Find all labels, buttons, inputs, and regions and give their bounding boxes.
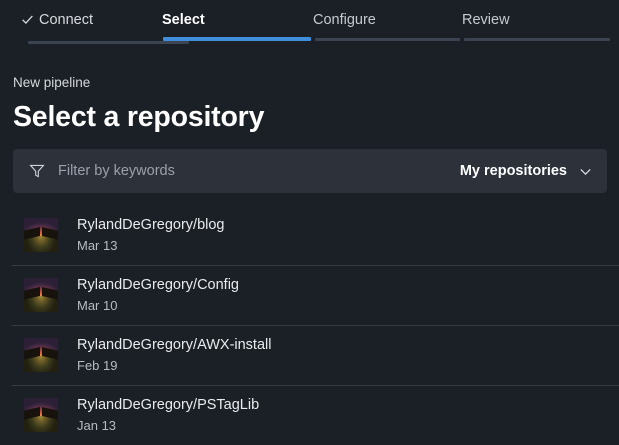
- breadcrumb: New pipeline: [13, 75, 91, 90]
- sunset-landscape-avatar: [24, 278, 58, 312]
- repository-date: Feb 19: [77, 358, 118, 373]
- wizard-step-bar-review: [464, 38, 610, 41]
- wizard-step-label-configure: Configure: [313, 12, 376, 28]
- repository-list-item[interactable]: RylandDeGregory/PSTagLib Jan 13: [0, 385, 619, 445]
- repository-list-item[interactable]: RylandDeGregory/AWX-install Feb 19: [0, 325, 619, 385]
- chevron-down-icon: [578, 164, 593, 179]
- sunset-landscape-avatar: [24, 218, 58, 252]
- wizard-step-bar-connect: [28, 41, 189, 44]
- wizard-step-label-select: Select: [162, 12, 205, 28]
- filter-keywords-input[interactable]: [58, 161, 460, 181]
- sunset-landscape-avatar: [24, 338, 58, 372]
- sunset-landscape-avatar: [24, 398, 58, 432]
- repository-name: RylandDeGregory/blog: [77, 217, 225, 233]
- repository-name: RylandDeGregory/PSTagLib: [77, 397, 260, 413]
- repository-list-item[interactable]: RylandDeGregory/Config Mar 10: [0, 265, 619, 325]
- repository-list-item[interactable]: RylandDeGregory/blog Mar 13: [0, 205, 619, 265]
- check-icon: [21, 13, 34, 26]
- repository-name: RylandDeGregory/Config: [77, 277, 239, 293]
- repository-date: Mar 13: [77, 238, 118, 253]
- wizard-step-label-review: Review: [462, 12, 510, 28]
- repository-date: Mar 10: [77, 298, 118, 313]
- repository-list: RylandDeGregory/blog Mar 13 RylandDeGreg…: [0, 205, 619, 445]
- repository-name: RylandDeGregory/AWX-install: [77, 337, 272, 353]
- wizard-step-bar-select: [163, 37, 311, 41]
- wizard-stepper: Connect Select Configure Review: [0, 0, 619, 44]
- repository-date: Jan 13: [77, 418, 117, 433]
- wizard-step-label-connect: Connect: [39, 12, 94, 28]
- repository-scope-label: My repositories: [459, 163, 567, 179]
- repository-scope-dropdown[interactable]: My repositories: [460, 163, 593, 179]
- wizard-step-bar-configure: [315, 38, 460, 41]
- page-heading: New pipeline Select a repository: [0, 75, 619, 134]
- filter-funnel-icon: [29, 163, 45, 179]
- filter-bar: My repositories: [13, 149, 607, 193]
- page-title: Select a repository: [13, 101, 265, 133]
